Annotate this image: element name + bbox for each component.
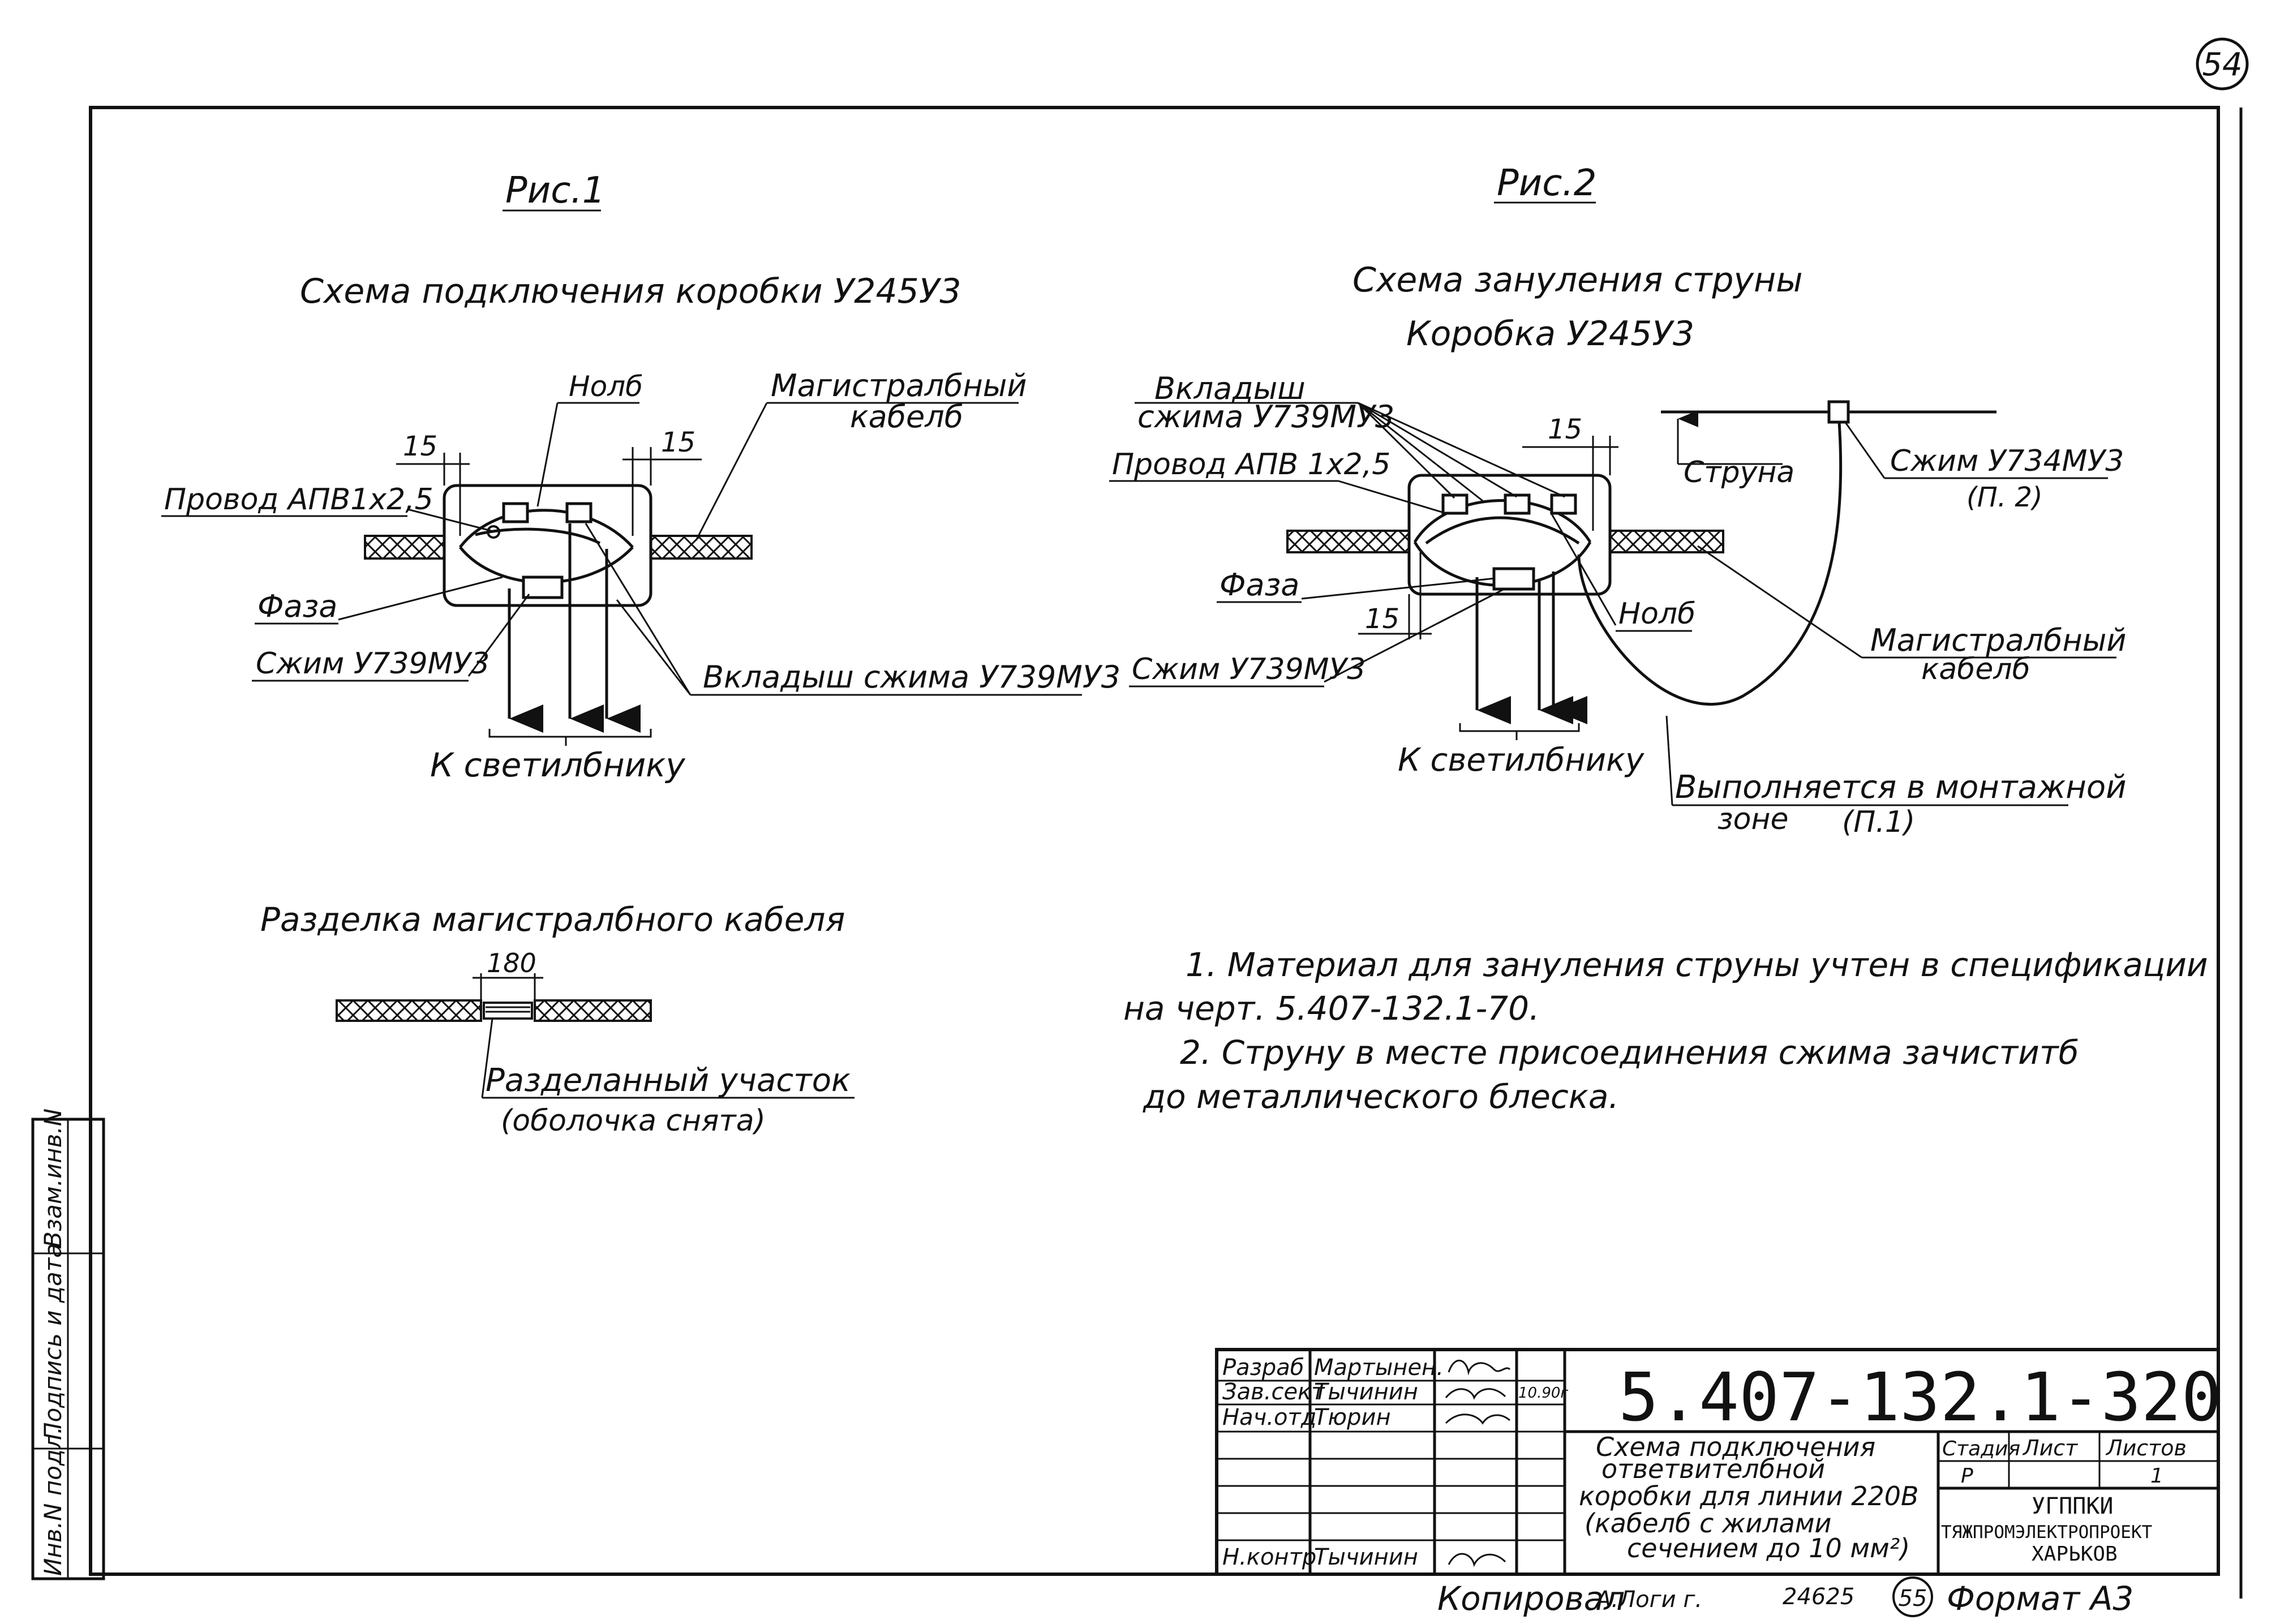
figure-1: Рис.1 Схема подключения коробки У245У3 К… [161, 170, 1120, 784]
tb-role-3: Нач.отд [1222, 1404, 1316, 1430]
footer-page: 55 [1899, 1586, 1927, 1612]
side-stamp-c2: Подпись и дата [39, 1243, 67, 1440]
fig2-string-clamp-label: Сжим У734МУ3 [1890, 444, 2124, 478]
cutting-label-2: (оболочка снята) [501, 1104, 766, 1138]
fig1-dim-right: 15 [661, 427, 695, 458]
fig2-dim-bottom: 15 [1365, 603, 1399, 635]
note-2b: до металлического блеска. [1143, 1077, 1619, 1116]
tb-desc-1: Схема подключения [1596, 1432, 1875, 1462]
title-block: 5.407-132.1-320 Разраб Зав.сект Нач.отд … [1215, 1348, 2222, 1576]
tb-desc-3: коробки для линии 220В [1579, 1481, 1919, 1511]
footer: Копировал А.Логи г. 24625 55 Формат А3 [1437, 1576, 2133, 1618]
cutting-title: Разделка магистралбного кабеля [260, 900, 845, 939]
tb-stage-label: Стадия [1942, 1437, 2020, 1460]
signature-1 [1448, 1359, 1511, 1376]
side-stamp-c3: Взам.инв.N [39, 1109, 67, 1248]
fig2-string-clamp-note: (П. 2) [1966, 482, 2043, 513]
signature-4 [1448, 1553, 1506, 1567]
fig2-clamp-3 [1550, 493, 1577, 515]
fig2-cable-left [1286, 530, 1416, 553]
fig2-label: Рис.2 [1497, 162, 1596, 204]
fig1-cable-right [632, 535, 753, 560]
footer-format: Формат А3 [1947, 1579, 2133, 1618]
fig1-phase-label: Фаза [257, 588, 337, 624]
fig1-main-cable-2: кабелб [850, 399, 963, 435]
fig2-mount-note: (П.1) [1842, 805, 1915, 839]
sheet-frame [89, 106, 2220, 1576]
tb-sheets: 1 [2150, 1464, 2163, 1488]
tb-role-7: Н.контр [1222, 1544, 1316, 1570]
cable-cutting-figure: Разделка магистралбного кабеля 180 Разде… [260, 900, 855, 1138]
fig1-nol-label: Нолб [569, 370, 643, 403]
fig1-main-cable-1: Магистралбный [771, 368, 1027, 403]
cutting-label-1: Разделанный участок [486, 1062, 851, 1099]
fig1-lamp-label: К светилбнику [430, 746, 685, 784]
fig2-wire-label: Провод АПВ 1х2,5 [1112, 448, 1390, 482]
footer-copied-sig: А.Логи г. [1594, 1587, 1702, 1613]
fig2-clamp-label: Сжим У739МУ3 [1132, 652, 1366, 686]
tb-role-1: Разраб [1222, 1355, 1304, 1381]
fig1-title: Схема подключения коробки У245У3 [300, 272, 961, 311]
note-2a: 2. Струну в месте присоединения сжима за… [1180, 1033, 2079, 1072]
fig2-insert-2: сжима У739МУ3 [1137, 399, 1394, 435]
side-stamp-c1: Инв.N подл. [39, 1427, 67, 1576]
notes-block: 1. Материал для зануления струны учтен в… [1123, 946, 2208, 1116]
fig2-clamp-4 [1492, 567, 1535, 591]
fig2-string-label: Струна [1684, 456, 1794, 489]
fig2-clamp-1 [1441, 493, 1469, 515]
fig1-clamp-2 [565, 502, 592, 523]
fig2-nol-label: Нолб [1618, 597, 1695, 631]
tb-name-2: Тычинин [1314, 1379, 1418, 1405]
fig1-clamp-label: Сжим У739МУ3 [256, 647, 490, 681]
signature-3 [1445, 1414, 1510, 1425]
fig1-clamp-1 [502, 502, 529, 523]
tb-role-2: Зав.сект [1222, 1379, 1325, 1405]
fig1-insert-label: Вкладыш сжима У739МУ3 [703, 659, 1120, 695]
tb-name-3: Тюрин [1314, 1404, 1391, 1430]
fig2-lamp-label: К светилбнику [1398, 742, 1644, 779]
tb-desc-4: (кабелб с жилами [1585, 1508, 1831, 1539]
fig2-mount-2: зоне [1717, 802, 1788, 836]
tb-desc-2: ответвителбной [1601, 1454, 1825, 1484]
tb-sheets-label: Листов [2105, 1436, 2187, 1460]
tb-org-3: ХАРЬКОВ [2032, 1543, 2118, 1566]
fig2-main-cable-1: Магистралбный [1870, 622, 2127, 658]
side-stamp: Инв.N подл. Подпись и дата Взам.инв.N [31, 1109, 105, 1580]
fig1-label: Рис.1 [505, 170, 605, 212]
fig2-mount-1: Выполняется в монтажной [1675, 769, 2127, 806]
tb-name-7: Тычинин [1314, 1544, 1418, 1570]
fig1-dim-left: 15 [403, 431, 437, 462]
note-1a: 1. Материал для зануления струны учтен в… [1186, 946, 2208, 984]
tb-date: 10.90г [1518, 1385, 1568, 1402]
tb-name-1: Мартынен. [1314, 1355, 1444, 1381]
title-block-code: 5.407-132.1-320 [1618, 1358, 2222, 1436]
fig2-insert-1: Вкладыш [1154, 371, 1306, 406]
cutting-cable-left [336, 999, 482, 1022]
fig2-string-clamp [1827, 400, 1850, 424]
signature-2 [1445, 1388, 1506, 1400]
tb-desc-5: сечением до 10 мм²) [1627, 1533, 1910, 1563]
fig1-wire-label: Провод АПВ1х2,5 [164, 483, 433, 517]
tb-org-1: УГППКИ [2032, 1493, 2114, 1519]
tb-sheet-label: Лист [2022, 1436, 2079, 1460]
fig2-title-2: Коробка У245У3 [1406, 314, 1694, 354]
tb-stage: Р [1961, 1464, 1973, 1488]
fig2-phase-label: Фаза [1220, 567, 1299, 603]
cutting-dim: 180 [487, 948, 536, 978]
sheet-number-badge: 54 [2196, 37, 2249, 91]
sheet-number: 54 [2202, 46, 2242, 83]
fig1-junction-box [443, 484, 652, 607]
note-1b: на черт. 5.407-132.1-70. [1123, 989, 1540, 1028]
fig2-clamp-2 [1504, 493, 1531, 515]
cutting-cable-right [534, 999, 652, 1022]
fig2-title-1: Схема зануления струны [1352, 260, 1803, 300]
tb-org-2: ТЯЖПРОМЭЛЕКТРОПРОЕКТ [1941, 1522, 2152, 1543]
footer-copied: Копировал [1437, 1579, 1625, 1618]
fig2-dim-top: 15 [1548, 414, 1582, 445]
footer-order: 24625 [1783, 1584, 1854, 1610]
fig1-clamp-3 [522, 575, 564, 599]
figure-2: Рис.2 Схема зануления струны Коробка У24… [1109, 162, 2127, 839]
cutting-bare-section [483, 1002, 533, 1020]
